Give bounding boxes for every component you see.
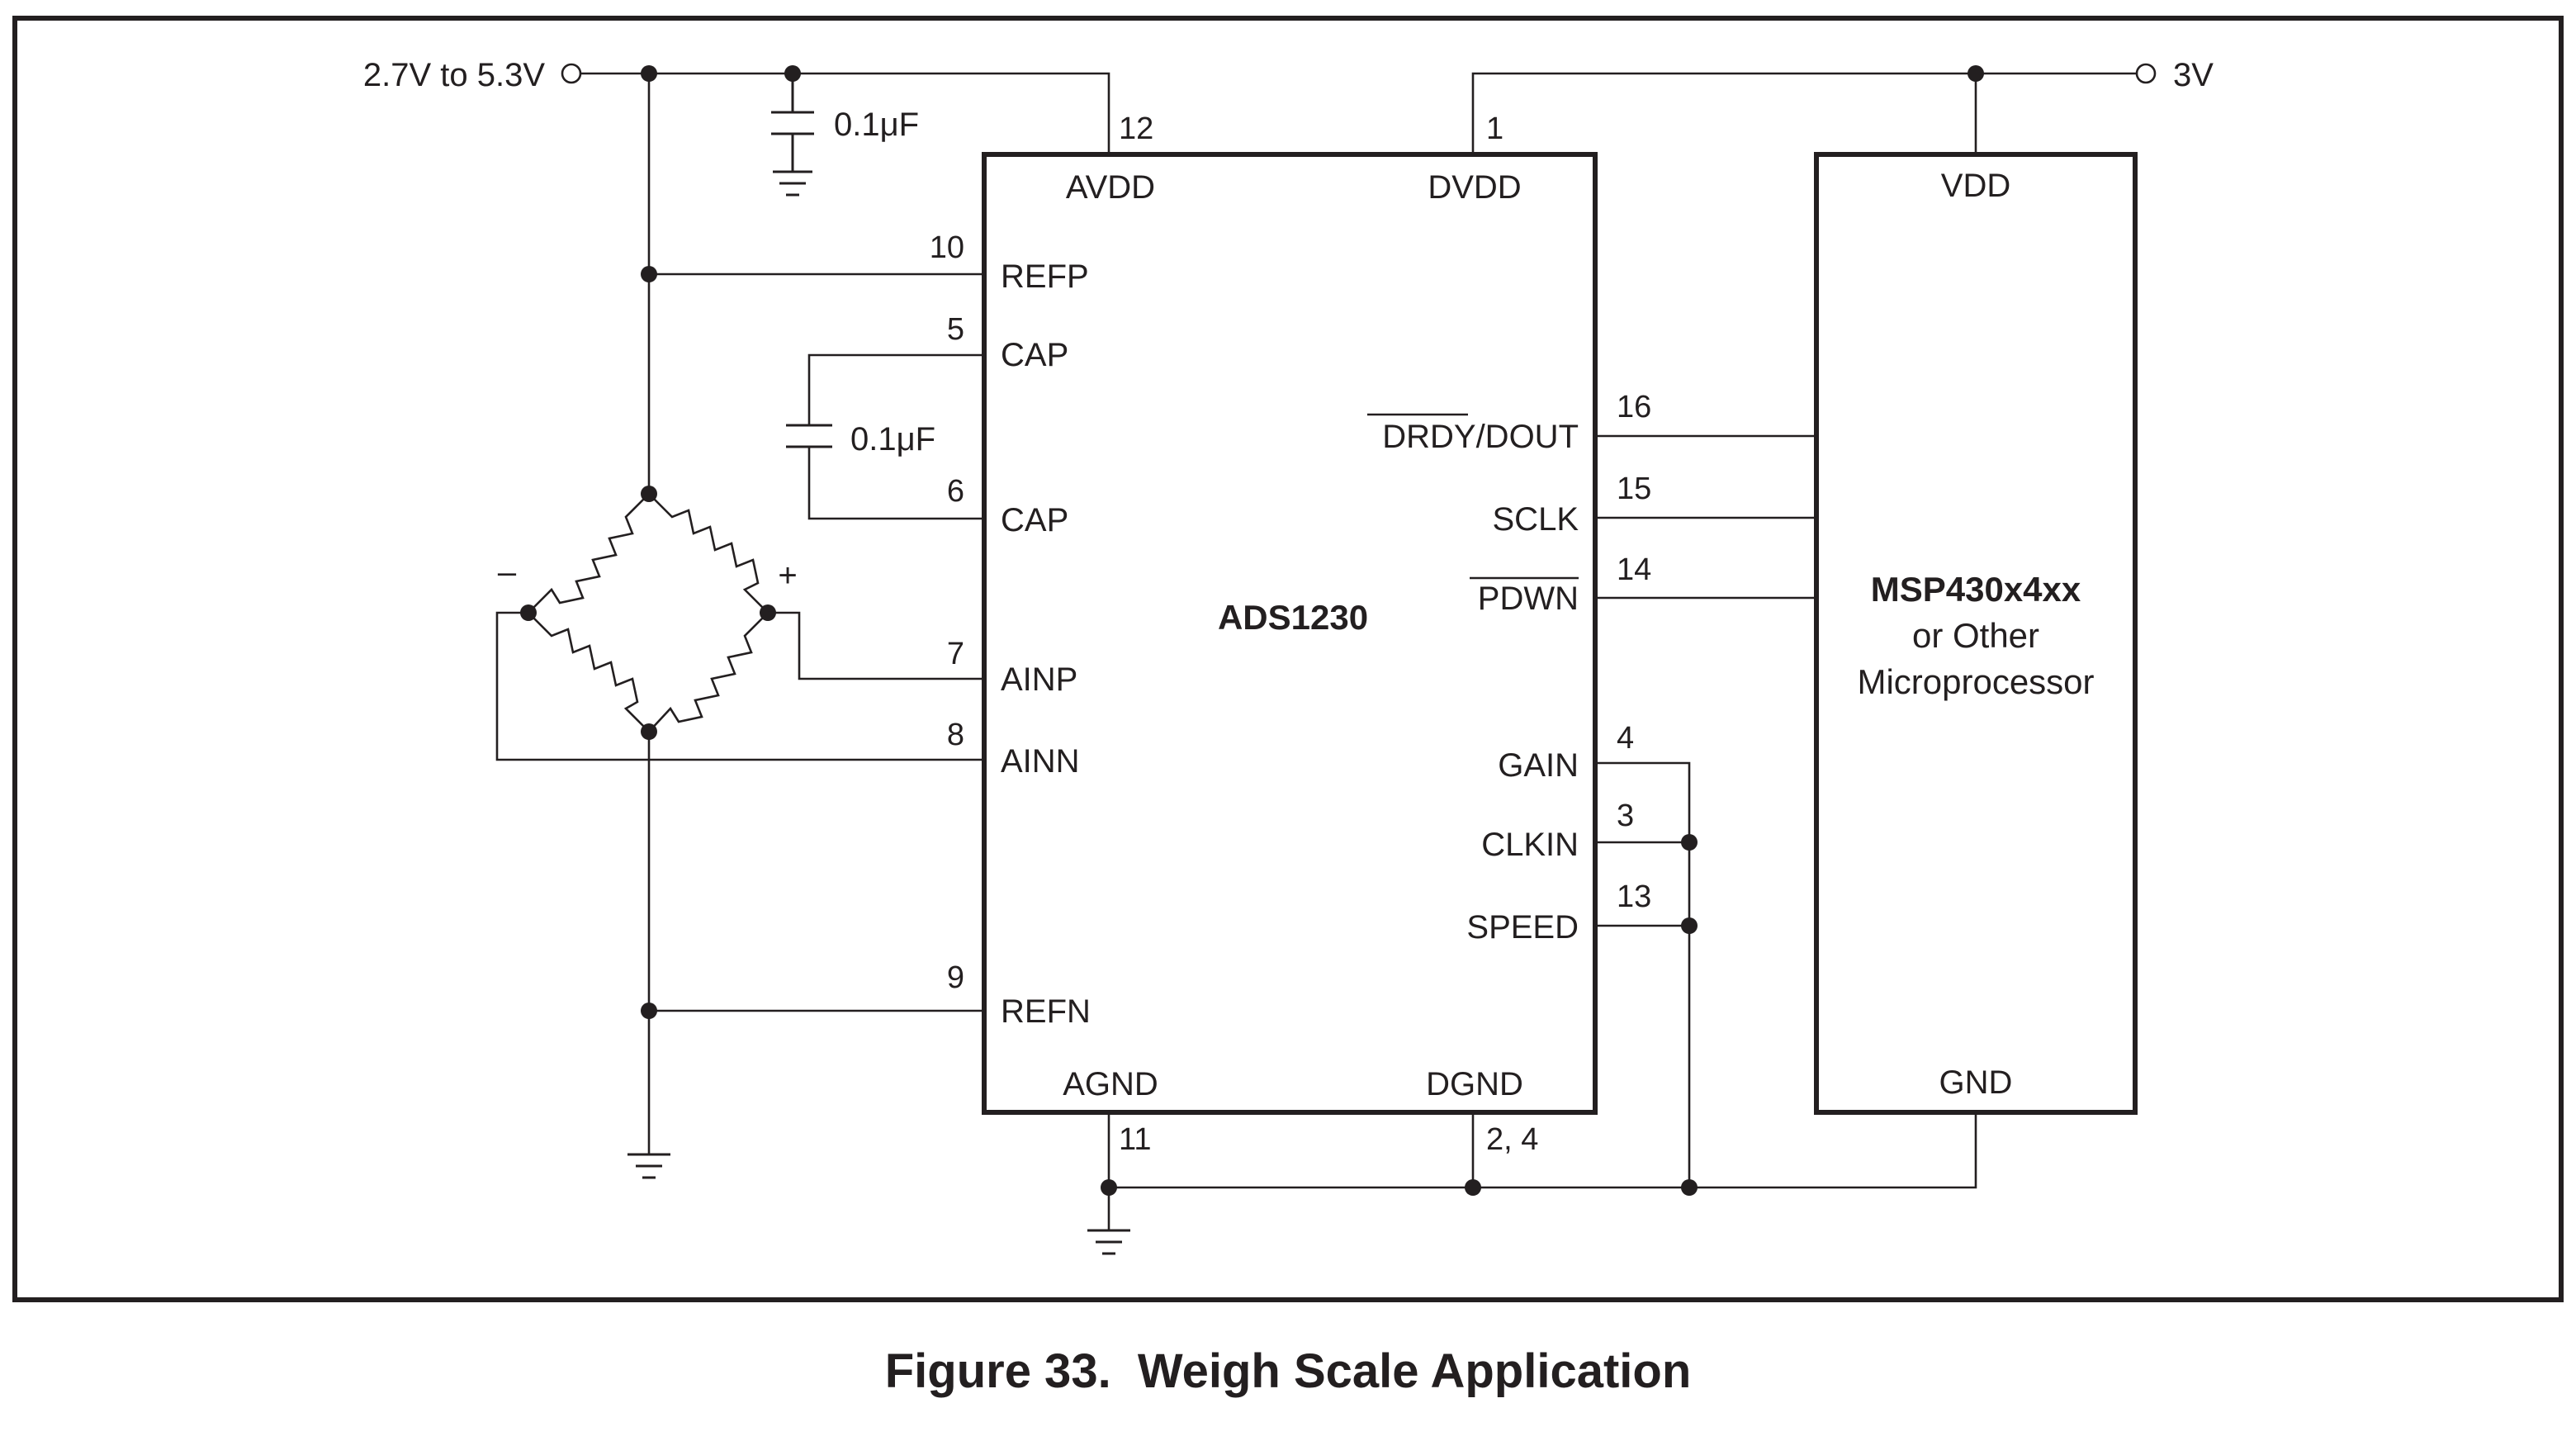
bridge-plus-label: + <box>778 557 797 594</box>
svg-text:PDWN: PDWN <box>1478 581 1579 617</box>
pin-label-pdwn: PDWN <box>1470 576 1579 617</box>
node-refp <box>641 266 657 282</box>
pin-label-speed: SPEED <box>1466 909 1579 946</box>
pin-number-5: 5 <box>947 312 964 347</box>
pin-number-13: 13 <box>1617 879 1651 914</box>
bridge-resistor-top-left <box>528 493 650 614</box>
pin-label-gain: GAIN <box>1498 747 1579 784</box>
ainp-wire <box>768 611 984 680</box>
node-digital-ties <box>1681 1179 1698 1196</box>
bridge-resistor-bottom-right <box>648 612 769 732</box>
ainn-wire <box>495 611 984 761</box>
pin-number-6: 6 <box>947 474 964 509</box>
analog-supply-label: 2.7V to 5.3V <box>363 57 545 93</box>
bridge-node-top <box>641 486 657 502</box>
pin-label-drdy-overbar-part: DRDY <box>1382 419 1475 455</box>
node-speed <box>1681 917 1698 934</box>
pin-label-refn: REFN <box>1001 993 1091 1030</box>
pin-number-4: 4 <box>1617 721 1634 756</box>
pin-label-dgnd: DGND <box>1426 1066 1523 1102</box>
node-agnd <box>1101 1179 1117 1196</box>
adc-chip-name: ADS1230 <box>1218 598 1368 637</box>
ground-bus <box>1109 1112 1977 1189</box>
bridge-resistor-bottom-left <box>528 612 650 732</box>
mcu-gnd-label: GND <box>1939 1064 2013 1101</box>
pin-number-10: 10 <box>930 230 964 265</box>
pin-label-agnd: AGND <box>1063 1066 1158 1102</box>
mcu-vdd-label: VDD <box>1941 168 2010 204</box>
pin-label-ainp: AINP <box>1001 661 1077 698</box>
pin-label-clkin: CLKIN <box>1481 827 1579 863</box>
pin-number-7: 7 <box>947 637 964 671</box>
pin-number-15: 15 <box>1617 472 1651 506</box>
mcu-line-3: Microprocessor <box>1857 662 2094 701</box>
pin-label-cap-5: CAP <box>1001 337 1068 373</box>
figure-caption: Figure 33. Weigh Scale Application <box>885 1344 1692 1398</box>
digital-supply-label: 3V <box>2173 57 2214 93</box>
node-dgnd <box>1465 1179 1481 1196</box>
adc-chip-body <box>982 152 1598 1115</box>
dvdd-supply-wire <box>1471 72 2137 154</box>
mcu-name: MSP430x4xx <box>1871 570 2081 609</box>
pin-number-2-4: 2, 4 <box>1486 1122 1538 1157</box>
ground-symbol-adc <box>1087 1229 1130 1255</box>
figure-frame <box>12 16 2564 1302</box>
pin-number-12: 12 <box>1119 111 1153 146</box>
node-refn <box>641 1003 657 1019</box>
decoupling-capacitor-value: 0.1μF <box>834 107 919 143</box>
cap-pins-capacitor-value: 0.1μF <box>850 421 935 457</box>
pin-label-sclk: SCLK <box>1493 501 1579 538</box>
pin-label-refp: REFP <box>1001 258 1089 295</box>
cap-pin5-wire <box>807 353 984 425</box>
pin-label-drdy-dout: DRDY/DOUT <box>1367 413 1579 455</box>
pin-label-dout-part: /DOUT <box>1476 419 1579 455</box>
load-cell-bridge <box>520 486 776 740</box>
node-digital-supply <box>1968 65 1984 82</box>
avdd-supply-wire <box>580 72 1110 154</box>
mcu-line-2: or Other <box>1912 616 2039 655</box>
cap-pin6-wire <box>807 447 984 520</box>
cap-pins-capacitor <box>786 424 832 448</box>
pin-number-3: 3 <box>1617 799 1634 833</box>
gain-wire <box>1595 761 1691 1187</box>
pin-label-avdd: AVDD <box>1066 169 1155 206</box>
pin-number-11: 11 <box>1119 1122 1151 1157</box>
pin-number-16: 16 <box>1617 390 1651 424</box>
node-clkin <box>1681 834 1698 851</box>
digital-supply-terminal <box>2135 63 2157 84</box>
pin-label-ainn: AINN <box>1001 743 1080 780</box>
pin-number-14: 14 <box>1617 552 1651 587</box>
pin-number-1: 1 <box>1486 111 1503 146</box>
pin-label-dvdd: DVDD <box>1428 169 1521 206</box>
svg-text:DRDY/DOUT: DRDY/DOUT <box>1382 419 1579 455</box>
analog-supply-terminal <box>561 63 582 84</box>
pin-number-8: 8 <box>947 718 964 752</box>
ground-symbol-bridge <box>627 1153 670 1179</box>
pin-number-9: 9 <box>947 960 964 995</box>
bridge-resistor-top-right <box>648 493 769 614</box>
pin-label-cap-6: CAP <box>1001 502 1068 538</box>
decoupling-capacitor <box>771 73 814 172</box>
ground-symbol-decap <box>773 170 812 197</box>
bridge-minus-label: – <box>498 554 517 590</box>
